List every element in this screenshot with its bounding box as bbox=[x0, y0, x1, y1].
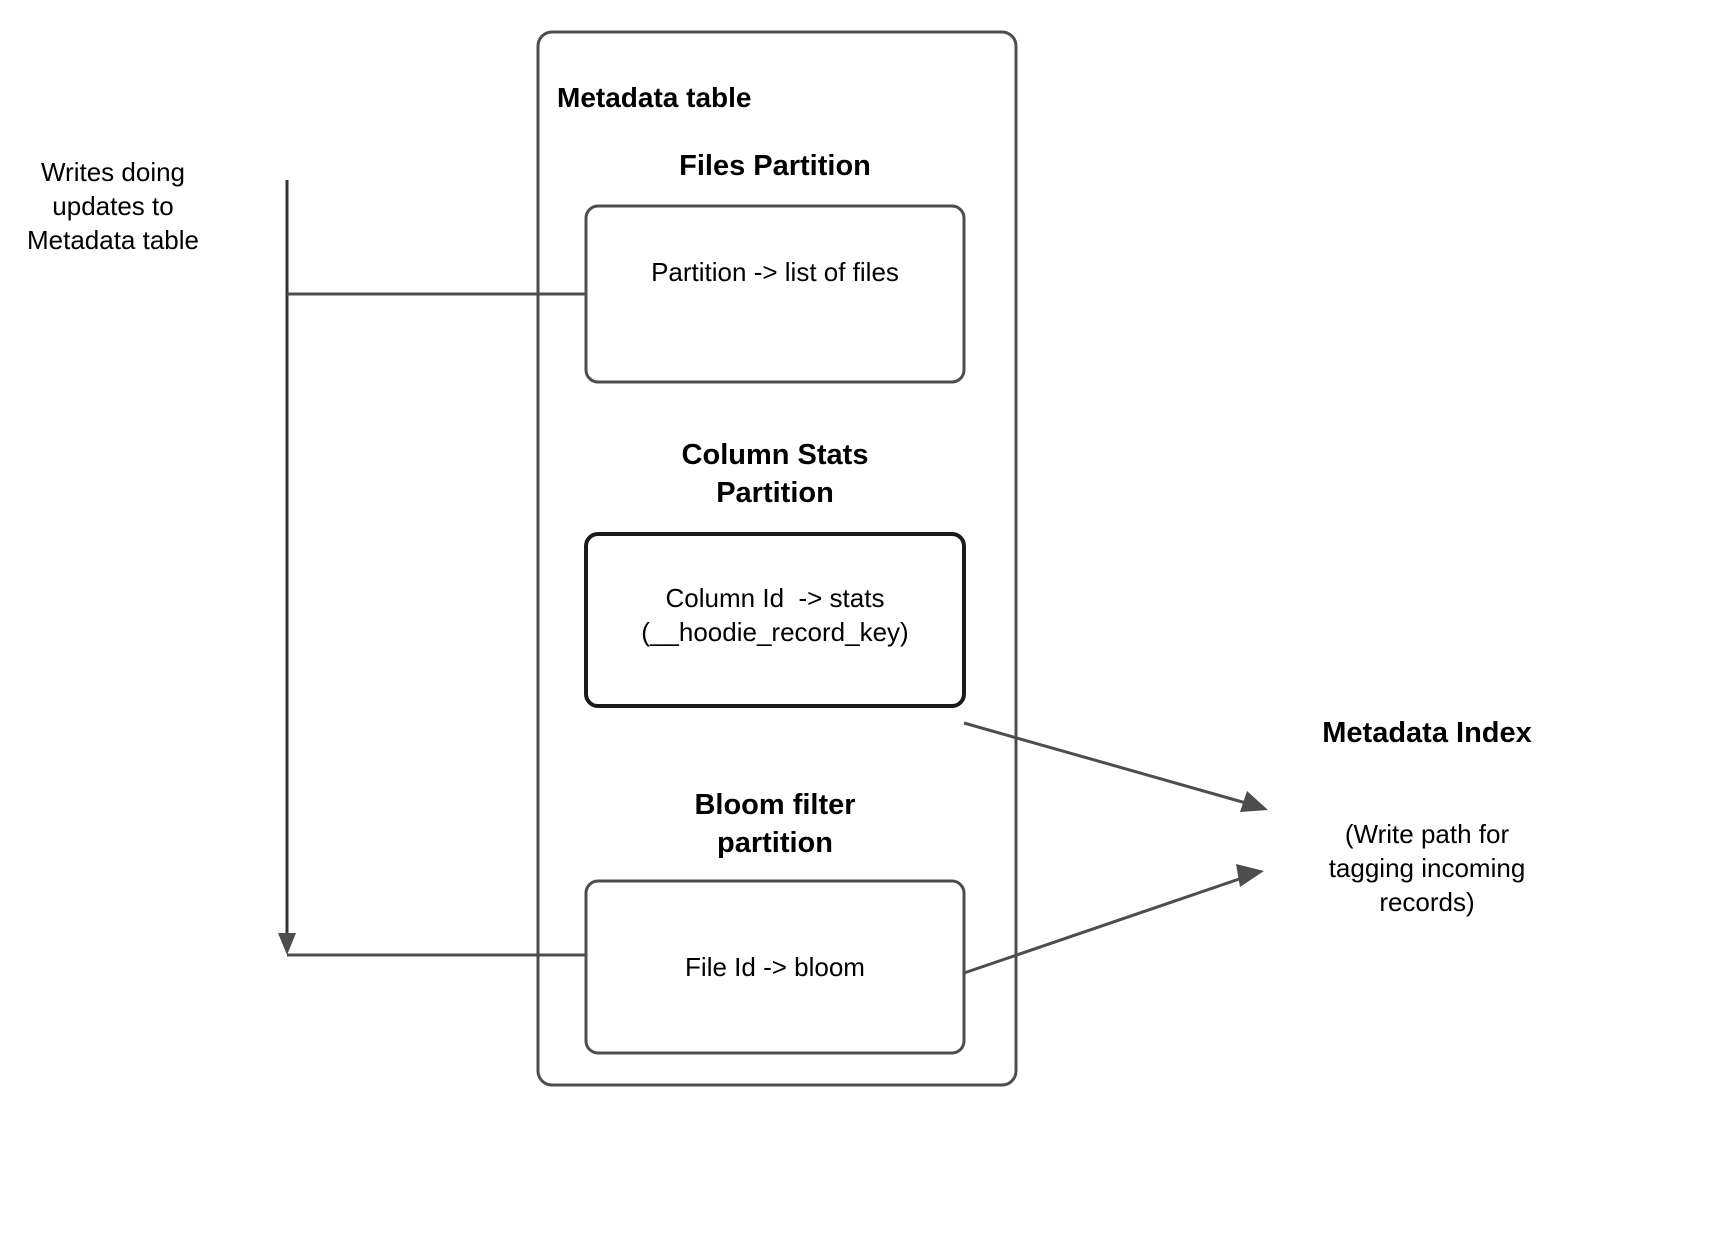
metadata-table-title: Metadata table bbox=[557, 82, 752, 113]
metadata-index-note: (Write path for tagging incoming records… bbox=[1328, 819, 1526, 917]
bloom-filter-to-metadata-index-line bbox=[963, 874, 1249, 975]
bloom-filter-to-metadata-index-arrowhead bbox=[1236, 864, 1264, 887]
bloom-filter-partition-box bbox=[584, 879, 966, 1055]
bloom-filter-partition-heading: Bloom filter partition bbox=[694, 789, 856, 859]
files-partition-box bbox=[584, 204, 966, 384]
column-stats-partition-box bbox=[584, 532, 966, 708]
files-partition-heading: Files Partition bbox=[679, 150, 871, 182]
files-partition-box-text: Partition -> list of files bbox=[651, 257, 899, 287]
writes-trunk-arrowhead bbox=[278, 933, 296, 955]
bloom-filter-partition-box-text: File Id -> bloom bbox=[685, 952, 865, 982]
metadata-index-title: Metadata Index bbox=[1322, 717, 1532, 749]
column-stats-partition-heading: Column Stats Partition bbox=[681, 439, 869, 509]
writes-annotation-label: Writes doing updates to Metadata table bbox=[26, 157, 199, 255]
column-stats-to-metadata-index-arrowhead bbox=[1240, 791, 1268, 812]
column-stats-partition-box-text: Column Id -> stats (__hoodie_record_key) bbox=[641, 583, 909, 647]
column-stats-to-metadata-index-line bbox=[963, 721, 1254, 807]
metadata-table-outer-box bbox=[536, 30, 1018, 1087]
